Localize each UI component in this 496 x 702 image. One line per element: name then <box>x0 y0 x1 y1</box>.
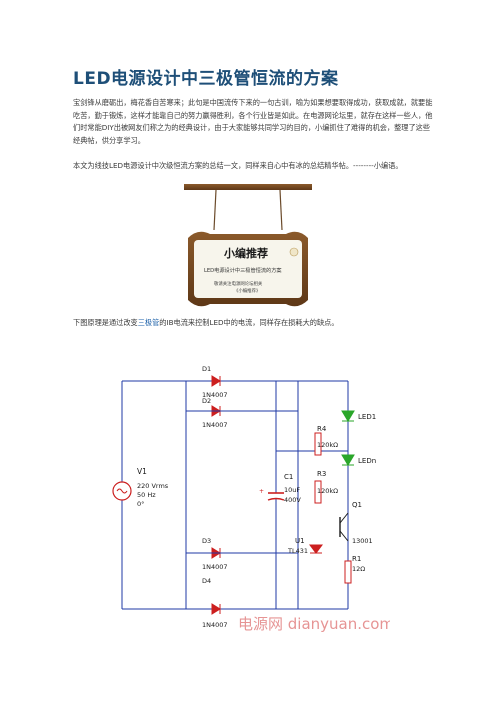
r3-value: 120kΩ <box>317 487 338 495</box>
sign-subtitle: LED电源设计中三极管恒流的方案 <box>204 266 282 274</box>
q1-label: Q1 <box>352 501 362 509</box>
resistor-r3: R3 120kΩ <box>314 470 338 504</box>
diode-d3: D3 1N4007 <box>186 537 298 571</box>
source-v1: V1 220 Vrms 50 Hz 0° <box>112 467 169 508</box>
circuit-intro-suffix: 的IB电流来控制LED中的电流，同样存在损耗大的缺点。 <box>159 318 339 327</box>
c1-value: 10uF <box>284 486 300 494</box>
sign-footer-line2: 《小编推荐》 <box>234 287 260 294</box>
summary-paragraph: 本文为线技LED电源设计中次级恒流方案的总结一文，同样来自心中有冰的总结精华帖。… <box>73 161 403 170</box>
led-ledn: LEDn <box>341 454 376 466</box>
d1-part: 1N4007 <box>202 391 228 399</box>
r4-label: R4 <box>317 425 327 433</box>
transistor-q1: Q1 13001 <box>339 501 373 545</box>
led-led1: LED1 <box>341 410 376 422</box>
recommendation-sign-image: 小编推荐 LED电源设计中三极管恒流的方案 敬请关注电源网论坛相关 《小编推荐》 <box>184 184 312 307</box>
page-title: LED电源设计中三极管恒流的方案 <box>73 69 339 89</box>
v1-voltage: 220 Vrms <box>137 482 169 490</box>
transistor-link[interactable]: 三极管 <box>137 318 160 327</box>
svg-text:+: + <box>259 488 264 495</box>
sign-rope-left <box>213 189 217 231</box>
d1-label: D1 <box>202 365 211 373</box>
sign-rope-right <box>279 189 283 231</box>
circuit-wires <box>121 380 349 610</box>
r1-label: R1 <box>352 555 361 563</box>
d2-label: D2 <box>202 397 211 405</box>
c1-label: C1 <box>284 473 293 481</box>
sign-top-bar <box>184 184 312 190</box>
u1-label: U1 <box>295 537 305 545</box>
u1-part: TL431 <box>287 547 308 555</box>
d3-label: D3 <box>202 537 211 545</box>
v1-phase: 0° <box>137 500 144 508</box>
sign-footer-line1: 敬请关注电源网论坛相关 <box>214 280 263 287</box>
circuit-diagram: V1 220 Vrms 50 Hz 0° D1 1N4007 D2 1N4007… <box>108 351 390 633</box>
c1-voltage: 400V <box>284 496 301 504</box>
d4-part: 1N4007 <box>202 621 228 629</box>
resistor-r4: R4 120kΩ <box>314 425 338 456</box>
sign-heading: 小编推荐 <box>223 246 268 260</box>
intro-paragraph: 宝剑锋从磨砺出，梅花香自苦寒来；此句是中国流传下来的一句古训，喻为如果想要取得成… <box>73 98 433 145</box>
d3-part: 1N4007 <box>202 563 228 571</box>
led1-label: LED1 <box>358 413 376 421</box>
watermark: 电源网 dianyuan.com <box>238 615 390 633</box>
ledn-label: LEDn <box>358 457 376 465</box>
capacitor-c1: + C1 10uF 400V <box>259 473 301 504</box>
v1-frequency: 50 Hz <box>137 491 156 499</box>
r1-value: 12Ω <box>352 565 365 573</box>
diode-d2: D2 1N4007 <box>186 397 298 429</box>
v1-label: V1 <box>137 467 147 476</box>
regulator-u1: U1 TL431 <box>287 537 323 555</box>
diode-d1: D1 1N4007 <box>202 365 228 399</box>
circuit-intro-paragraph: 下图原理是通过改变三极管的IB电流来控制LED中的电流，同样存在损耗大的缺点。 <box>73 317 433 330</box>
d4-label: D4 <box>202 577 211 585</box>
sign-board <box>194 240 302 298</box>
circuit-intro-prefix: 下图原理是通过改变 <box>73 318 138 327</box>
r3-label: R3 <box>317 470 326 478</box>
diode-d4: D4 1N4007 <box>202 577 228 629</box>
resistor-r1: R1 12Ω <box>344 555 365 584</box>
q1-part: 13001 <box>352 537 373 545</box>
r4-value: 120kΩ <box>317 441 338 449</box>
d2-part: 1N4007 <box>202 421 228 429</box>
thumbs-up-icon <box>289 247 299 257</box>
